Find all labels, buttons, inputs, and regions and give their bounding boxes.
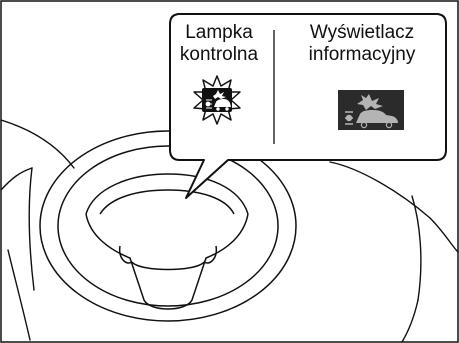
steering-wheel <box>39 130 297 322</box>
dashboard-illustration <box>0 119 459 343</box>
warning-light-label: Lampka kontrolna <box>179 22 259 65</box>
pre-collision-display-icon <box>338 90 404 130</box>
callout-bubble <box>169 13 447 199</box>
pre-collision-warning-light-icon <box>193 75 241 125</box>
info-display-label: Wyświetlacz informacyjny <box>308 22 416 65</box>
